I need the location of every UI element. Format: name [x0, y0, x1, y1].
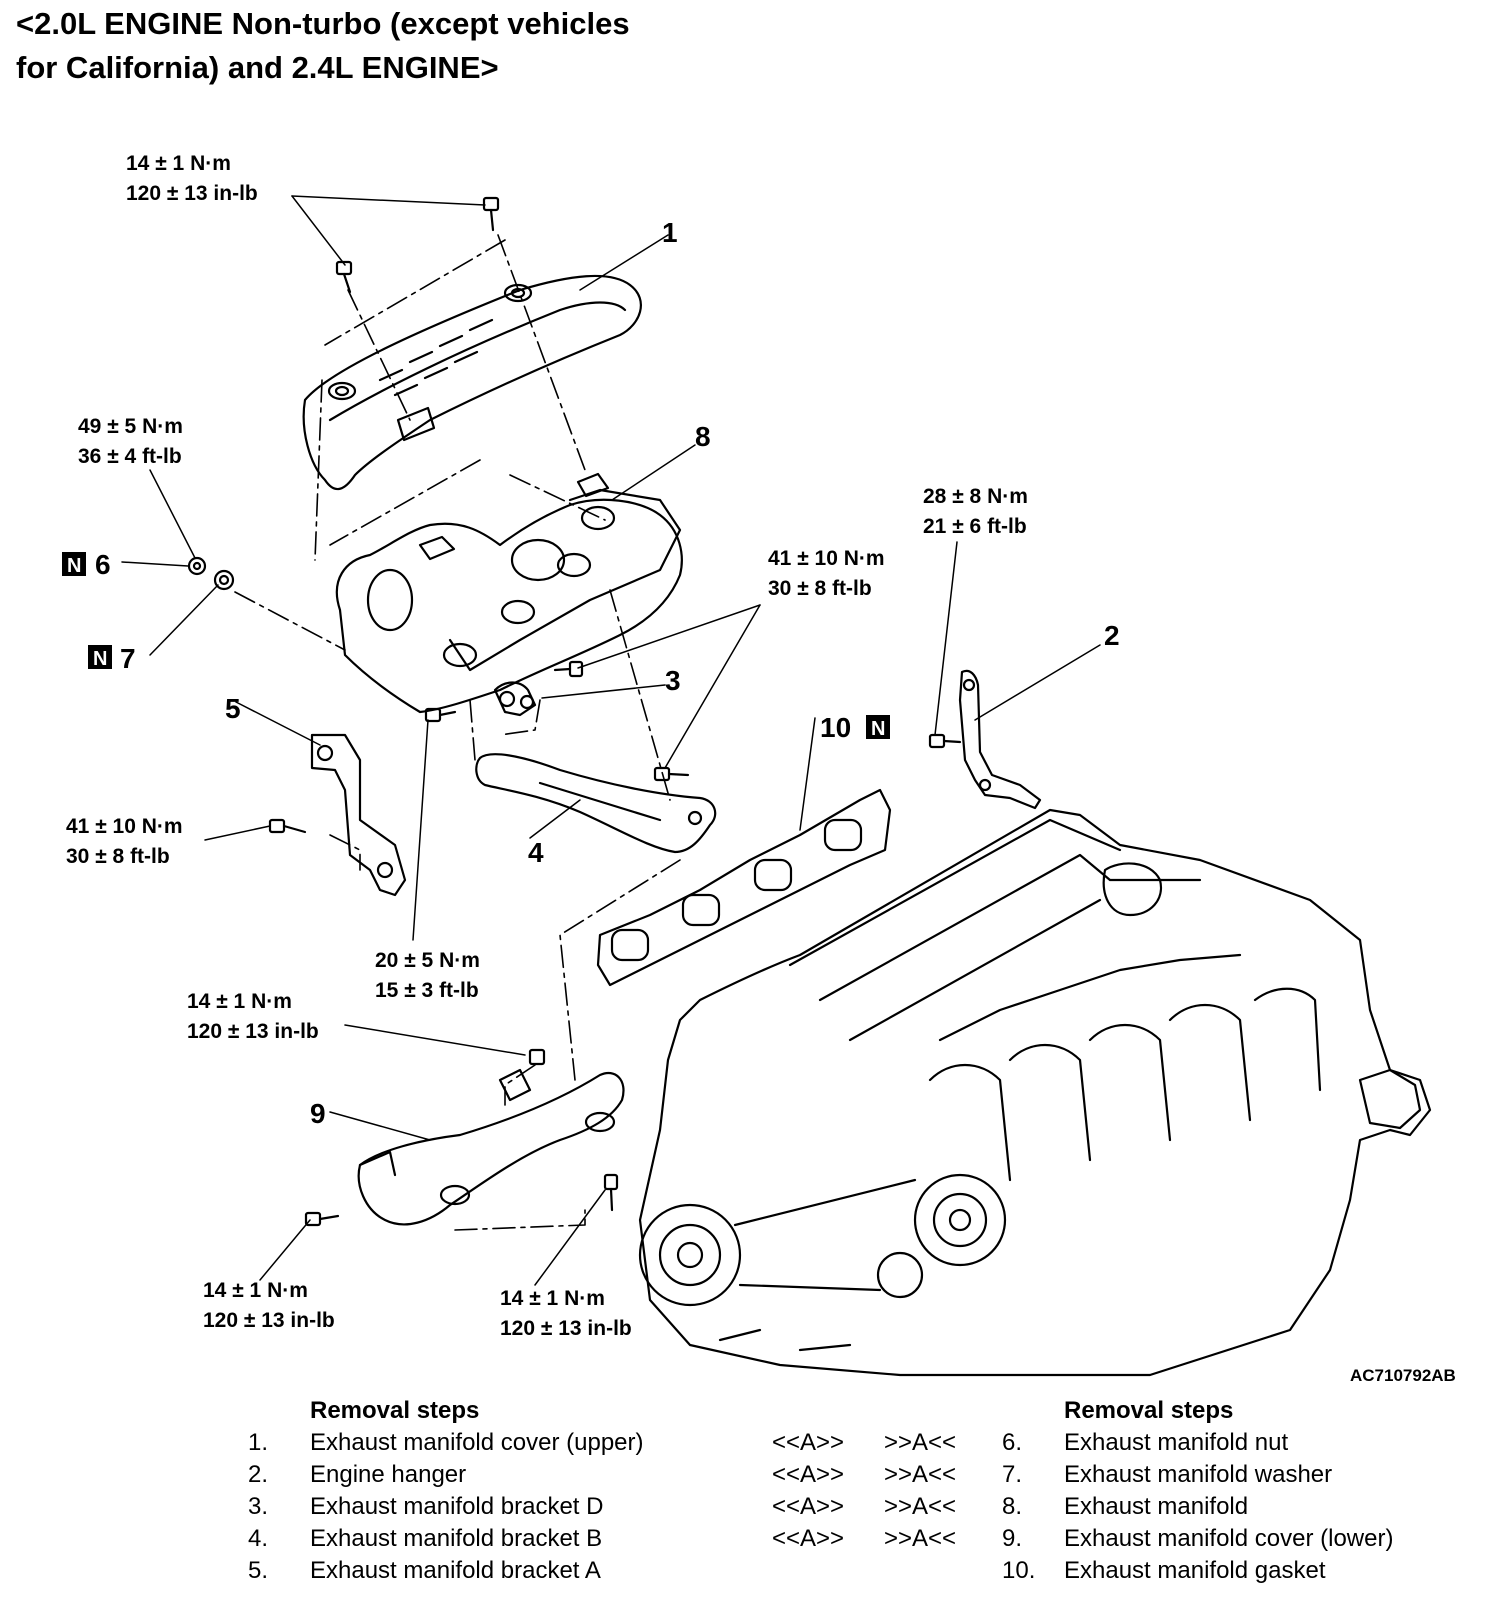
n-mark-6: N — [62, 552, 86, 577]
title-line-2: for California) and 2.4L ENGINE> — [16, 50, 499, 85]
torque-spec-8-imperial: 120 ± 13 in-lb — [203, 1309, 335, 1332]
list-item: 10.Exhaust manifold gasket — [1002, 1557, 1326, 1584]
engine-block — [638, 808, 1432, 1377]
callout-5: 5 — [225, 693, 241, 724]
torque-spec-9-imperial: 120 ± 13 in-lb — [500, 1317, 632, 1340]
torque-spec-4-metric: 41 ± 10 N·m — [768, 547, 885, 570]
callout-7: 7 — [120, 643, 136, 674]
list-item: 9.Exhaust manifold cover (lower) — [1002, 1525, 1394, 1552]
remove-mark: <<A>> — [772, 1461, 845, 1488]
exhaust-manifold — [335, 472, 683, 714]
removal-steps-heading: Removal steps — [310, 1397, 480, 1424]
engine-hanger — [958, 669, 1042, 810]
bolt-cover-lower-right — [603, 1173, 619, 1212]
bolt-top-left — [335, 260, 353, 294]
torque-spec-6-metric: 20 ± 5 N·m — [375, 949, 480, 972]
callout-3: 3 — [665, 665, 681, 696]
service-marks: <<A>> >>A<< <<A>> >>A<< <<A>> >>A<< <<A>> >>… — [772, 1427, 982, 1555]
bolt-20 — [424, 707, 457, 723]
list-item: 7.Exhaust manifold washer — [1002, 1461, 1333, 1488]
list-item: 5.Exhaust manifold bracket A — [248, 1557, 601, 1584]
svg-text:N: N — [871, 718, 885, 740]
callout-numbers: 1 2 3 4 5 6 7 8 9 10 — [95, 217, 1120, 1129]
bolt-top-right — [482, 196, 500, 232]
torque-spec-4-imperial: 30 ± 8 ft-lb — [768, 577, 872, 600]
exhaust-manifold-cover-lower — [357, 1068, 625, 1226]
torque-spec-3-metric: 28 ± 8 N·m — [923, 485, 1028, 508]
leader-lines — [121, 195, 1101, 1286]
install-mark: >>A<< — [884, 1429, 957, 1456]
torque-spec-1-metric: 14 ± 1 N·m — [126, 152, 231, 175]
torque-spec-5-imperial: 30 ± 8 ft-lb — [66, 845, 170, 868]
washer-7 — [213, 569, 235, 591]
torque-spec-6-imperial: 15 ± 3 ft-lb — [375, 979, 479, 1002]
exhaust-manifold-bracket-b — [475, 753, 717, 854]
install-mark: >>A<< — [884, 1525, 957, 1552]
torque-labels: 14 ± 1 N·m 120 ± 13 in-lb 49 ± 5 N·m 36 … — [66, 152, 1028, 1340]
title-line-1: <2.0L ENGINE Non-turbo (except vehicles — [16, 6, 630, 41]
torque-spec-9-metric: 14 ± 1 N·m — [500, 1287, 605, 1310]
exhaust-manifold-bracket-d — [493, 681, 537, 717]
list-item: 4.Exhaust manifold bracket B — [248, 1525, 603, 1552]
torque-spec-8-metric: 14 ± 1 N·m — [203, 1279, 308, 1302]
callout-8: 8 — [695, 421, 711, 452]
n-mark-10: N — [866, 715, 890, 740]
list-item: 1.Exhaust manifold cover (upper) — [248, 1429, 644, 1456]
callout-1: 1 — [662, 217, 678, 248]
bolt-28 — [928, 733, 962, 749]
svg-text:N: N — [67, 555, 81, 577]
list-item: 2.Engine hanger — [248, 1461, 467, 1488]
bolt-41-left — [268, 818, 307, 834]
n-mark-7: N — [88, 645, 112, 670]
svg-text:N: N — [93, 648, 107, 670]
callout-10: 10 — [820, 712, 851, 743]
callout-2: 2 — [1104, 620, 1120, 651]
torque-spec-2-imperial: 36 ± 4 ft-lb — [78, 445, 182, 468]
bolt-cover-lower-left — [304, 1211, 340, 1227]
nut-6 — [187, 556, 207, 576]
torque-spec-5-metric: 41 ± 10 N·m — [66, 815, 183, 838]
nut-cover-lower-top — [528, 1048, 546, 1066]
torque-spec-7-imperial: 120 ± 13 in-lb — [187, 1020, 319, 1043]
list-item: 6.Exhaust manifold nut — [1002, 1429, 1289, 1456]
torque-spec-1-imperial: 120 ± 13 in-lb — [126, 182, 258, 205]
bolt-41-lower — [653, 766, 690, 782]
install-mark: >>A<< — [884, 1493, 957, 1520]
list-item: 8.Exhaust manifold — [1002, 1493, 1249, 1520]
torque-spec-2-metric: 49 ± 5 N·m — [78, 415, 183, 438]
remove-mark: <<A>> — [772, 1429, 845, 1456]
exhaust-manifold-cover-upper — [302, 274, 642, 491]
fasteners — [187, 196, 962, 1227]
install-mark: >>A<< — [884, 1461, 957, 1488]
alignment-lines — [234, 234, 681, 1231]
exploded-diagram: 14 ± 1 N·m 120 ± 13 in-lb 49 ± 5 N·m 36 … — [62, 152, 1456, 1385]
removal-steps-heading: Removal steps — [1064, 1397, 1234, 1424]
torque-spec-3-imperial: 21 ± 6 ft-lb — [923, 515, 1027, 538]
list-item: 3.Exhaust manifold bracket D — [248, 1493, 604, 1520]
remove-mark: <<A>> — [772, 1525, 845, 1552]
torque-spec-7-metric: 14 ± 1 N·m — [187, 990, 292, 1013]
bolt-41-upper — [553, 660, 584, 678]
callout-9: 9 — [310, 1098, 326, 1129]
exhaust-manifold-gasket — [596, 788, 892, 987]
callout-4: 4 — [528, 837, 544, 868]
n-marks: N N N — [62, 552, 890, 740]
exhaust-manifold-bracket-a — [310, 733, 407, 897]
removal-steps-right: Removal steps 6.Exhaust manifold nut 7.E… — [1002, 1395, 1492, 1587]
page-title: <2.0L ENGINE Non-turbo (except vehicles … — [16, 2, 630, 90]
remove-mark: <<A>> — [772, 1493, 845, 1520]
figure-code: AC710792AB — [1350, 1366, 1456, 1385]
removal-steps-left: Removal steps 1.Exhaust manifold cover (… — [248, 1395, 718, 1587]
callout-6: 6 — [95, 549, 111, 580]
